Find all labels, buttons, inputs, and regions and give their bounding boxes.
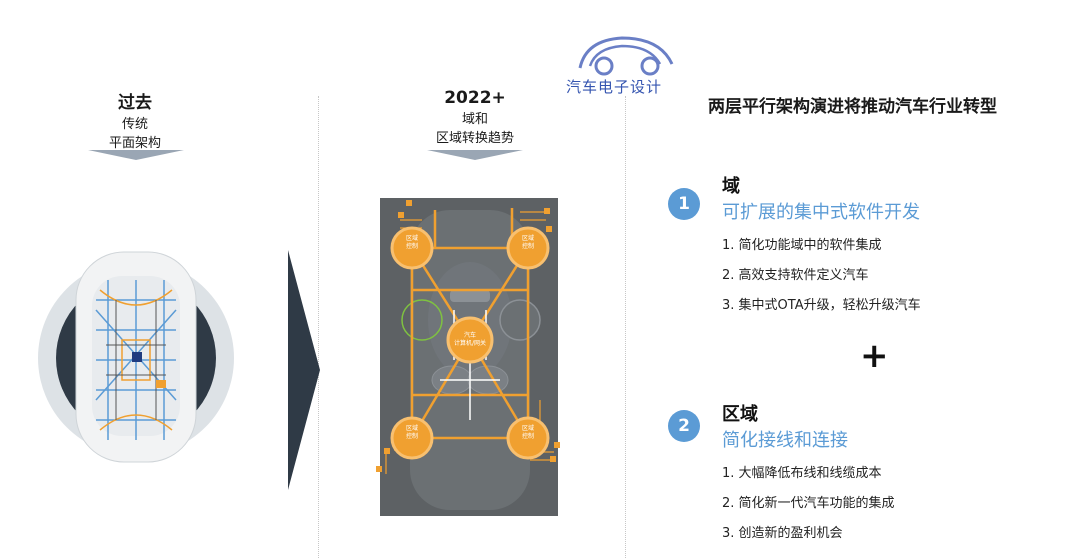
zone-node-bottom-right-label: 区域 控制 <box>521 425 534 440</box>
main-title: 两层平行架构演进将推动汽车行业转型 <box>708 97 997 117</box>
section-2-item-3: 3. 创造新的盈利机会 <box>722 526 843 541</box>
section-2-item-1: 1. 大幅降低布线和线缆成本 <box>722 466 882 481</box>
zone-node-top-right-label: 区域 控制 <box>521 235 534 250</box>
past-title: 过去 <box>118 93 152 113</box>
section-2-number: 2 <box>668 410 700 442</box>
future-down-arrow <box>427 150 523 160</box>
future-line2: 区域转换趋势 <box>435 131 514 146</box>
section-2-title: 区域 <box>722 404 758 425</box>
divider-left <box>318 96 319 558</box>
section-1-item-2: 2. 高效支持软件定义汽车 <box>722 268 869 283</box>
section-2-item-2: 2. 简化新一代汽车功能的集成 <box>722 496 895 511</box>
zonal-diagram-svg <box>376 198 560 516</box>
zonal-architecture-diagram: 区域 控制 区域 控制 区域 控制 区域 控制 汽车 计算机/网关 <box>370 190 570 520</box>
watermark-text: 汽车电子设计 <box>566 78 663 96</box>
section-1-item-1: 1. 简化功能域中的软件集成 <box>722 238 882 253</box>
section-1-number: 1 <box>668 188 700 220</box>
car-wiring-icon <box>38 251 234 463</box>
section-1-title: 域 <box>722 176 740 197</box>
watermark-logo: 汽车电子设计 <box>566 28 686 98</box>
future-title: 2022+ <box>444 88 506 108</box>
future-header: 2022+ 域和 区域转换趋势 <box>400 88 550 146</box>
future-line1: 域和 <box>461 112 488 127</box>
section-1-subtitle: 可扩展的集中式软件开发 <box>722 202 920 223</box>
central-computer-label: 汽车 计算机/网关 <box>453 332 487 347</box>
zone-node-top-left-label: 区域 控制 <box>405 235 418 250</box>
car-logo-icon <box>578 36 674 76</box>
section-1-item-3: 3. 集中式OTA升级，轻松升级汽车 <box>722 298 921 313</box>
zone-node-bottom-left-label: 区域 控制 <box>405 425 418 440</box>
divider-right <box>625 96 626 558</box>
transition-arrow-icon <box>288 250 320 490</box>
past-header: 过去 传统 平面架构 <box>60 88 210 151</box>
past-line1: 传统 <box>121 117 148 132</box>
section-2-subtitle: 简化接线和连接 <box>722 430 848 451</box>
plus-sign: + <box>860 336 889 376</box>
past-line2: 平面架构 <box>108 136 161 151</box>
past-down-arrow <box>88 150 184 160</box>
traditional-car-illustration <box>36 240 236 470</box>
